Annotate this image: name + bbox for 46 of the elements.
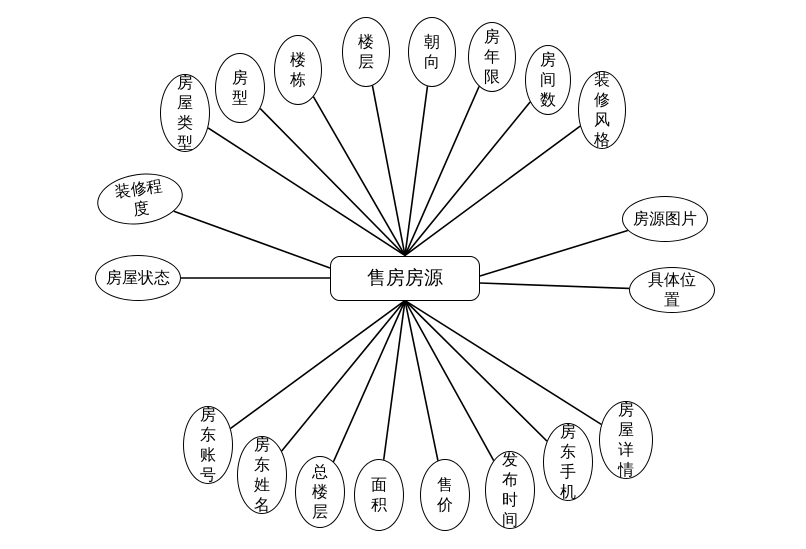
connector-line bbox=[281, 300, 406, 452]
connector-line bbox=[372, 86, 406, 256]
attribute-name: 房源图片 bbox=[632, 209, 698, 229]
attribute-name: 房东姓名 bbox=[253, 435, 271, 515]
attribute-name: 房东手机 bbox=[559, 422, 577, 502]
attribute-name: 房东账号 bbox=[199, 405, 217, 485]
attribute-ellipse bbox=[485, 451, 535, 529]
connector-line bbox=[480, 282, 630, 290]
connector-line bbox=[404, 86, 480, 256]
attribute-name: 装修风格 bbox=[593, 70, 611, 150]
connector-line bbox=[404, 300, 439, 461]
entity-box bbox=[330, 256, 480, 300]
attribute-ellipse bbox=[468, 22, 516, 92]
connector-line bbox=[230, 300, 406, 430]
connector-line bbox=[404, 101, 531, 256]
connector-line bbox=[404, 300, 602, 426]
attribute-ellipse bbox=[295, 456, 345, 528]
attribute-name: 具体位置 bbox=[647, 270, 697, 310]
attribute-name: 房屋类型 bbox=[176, 73, 194, 153]
attribute-name: 楼栋 bbox=[289, 50, 307, 90]
connector-line bbox=[404, 300, 494, 461]
attribute-name: 发布时间 bbox=[501, 450, 519, 530]
connector-line bbox=[174, 210, 330, 269]
connector-line bbox=[404, 126, 581, 256]
attribute-name: 房屋详情 bbox=[617, 400, 635, 480]
connector-line bbox=[382, 300, 406, 460]
connector-line bbox=[181, 277, 330, 279]
connector-line bbox=[260, 108, 406, 256]
attribute-name: 楼层 bbox=[357, 32, 375, 72]
connector-line bbox=[312, 96, 406, 256]
attribute-name: 装修程度 bbox=[112, 175, 165, 221]
connector-line bbox=[404, 86, 428, 256]
attribute-name: 朝向 bbox=[423, 32, 441, 72]
attribute-name: 总楼层 bbox=[311, 462, 329, 522]
attribute-name: 房型 bbox=[231, 68, 249, 108]
connector-line bbox=[480, 230, 628, 277]
attribute-name: 房间数 bbox=[539, 50, 557, 110]
attribute-name: 面积 bbox=[370, 475, 388, 515]
attribute-ellipse bbox=[274, 35, 322, 105]
attribute-name: 售价 bbox=[436, 475, 454, 515]
connector-line bbox=[404, 300, 548, 442]
entity-name: 售房房源 bbox=[366, 268, 444, 288]
attribute-name: 房年限 bbox=[483, 27, 501, 87]
connector-line bbox=[208, 127, 406, 256]
attribute-name: 房屋状态 bbox=[105, 268, 171, 288]
connector-line bbox=[332, 300, 406, 462]
